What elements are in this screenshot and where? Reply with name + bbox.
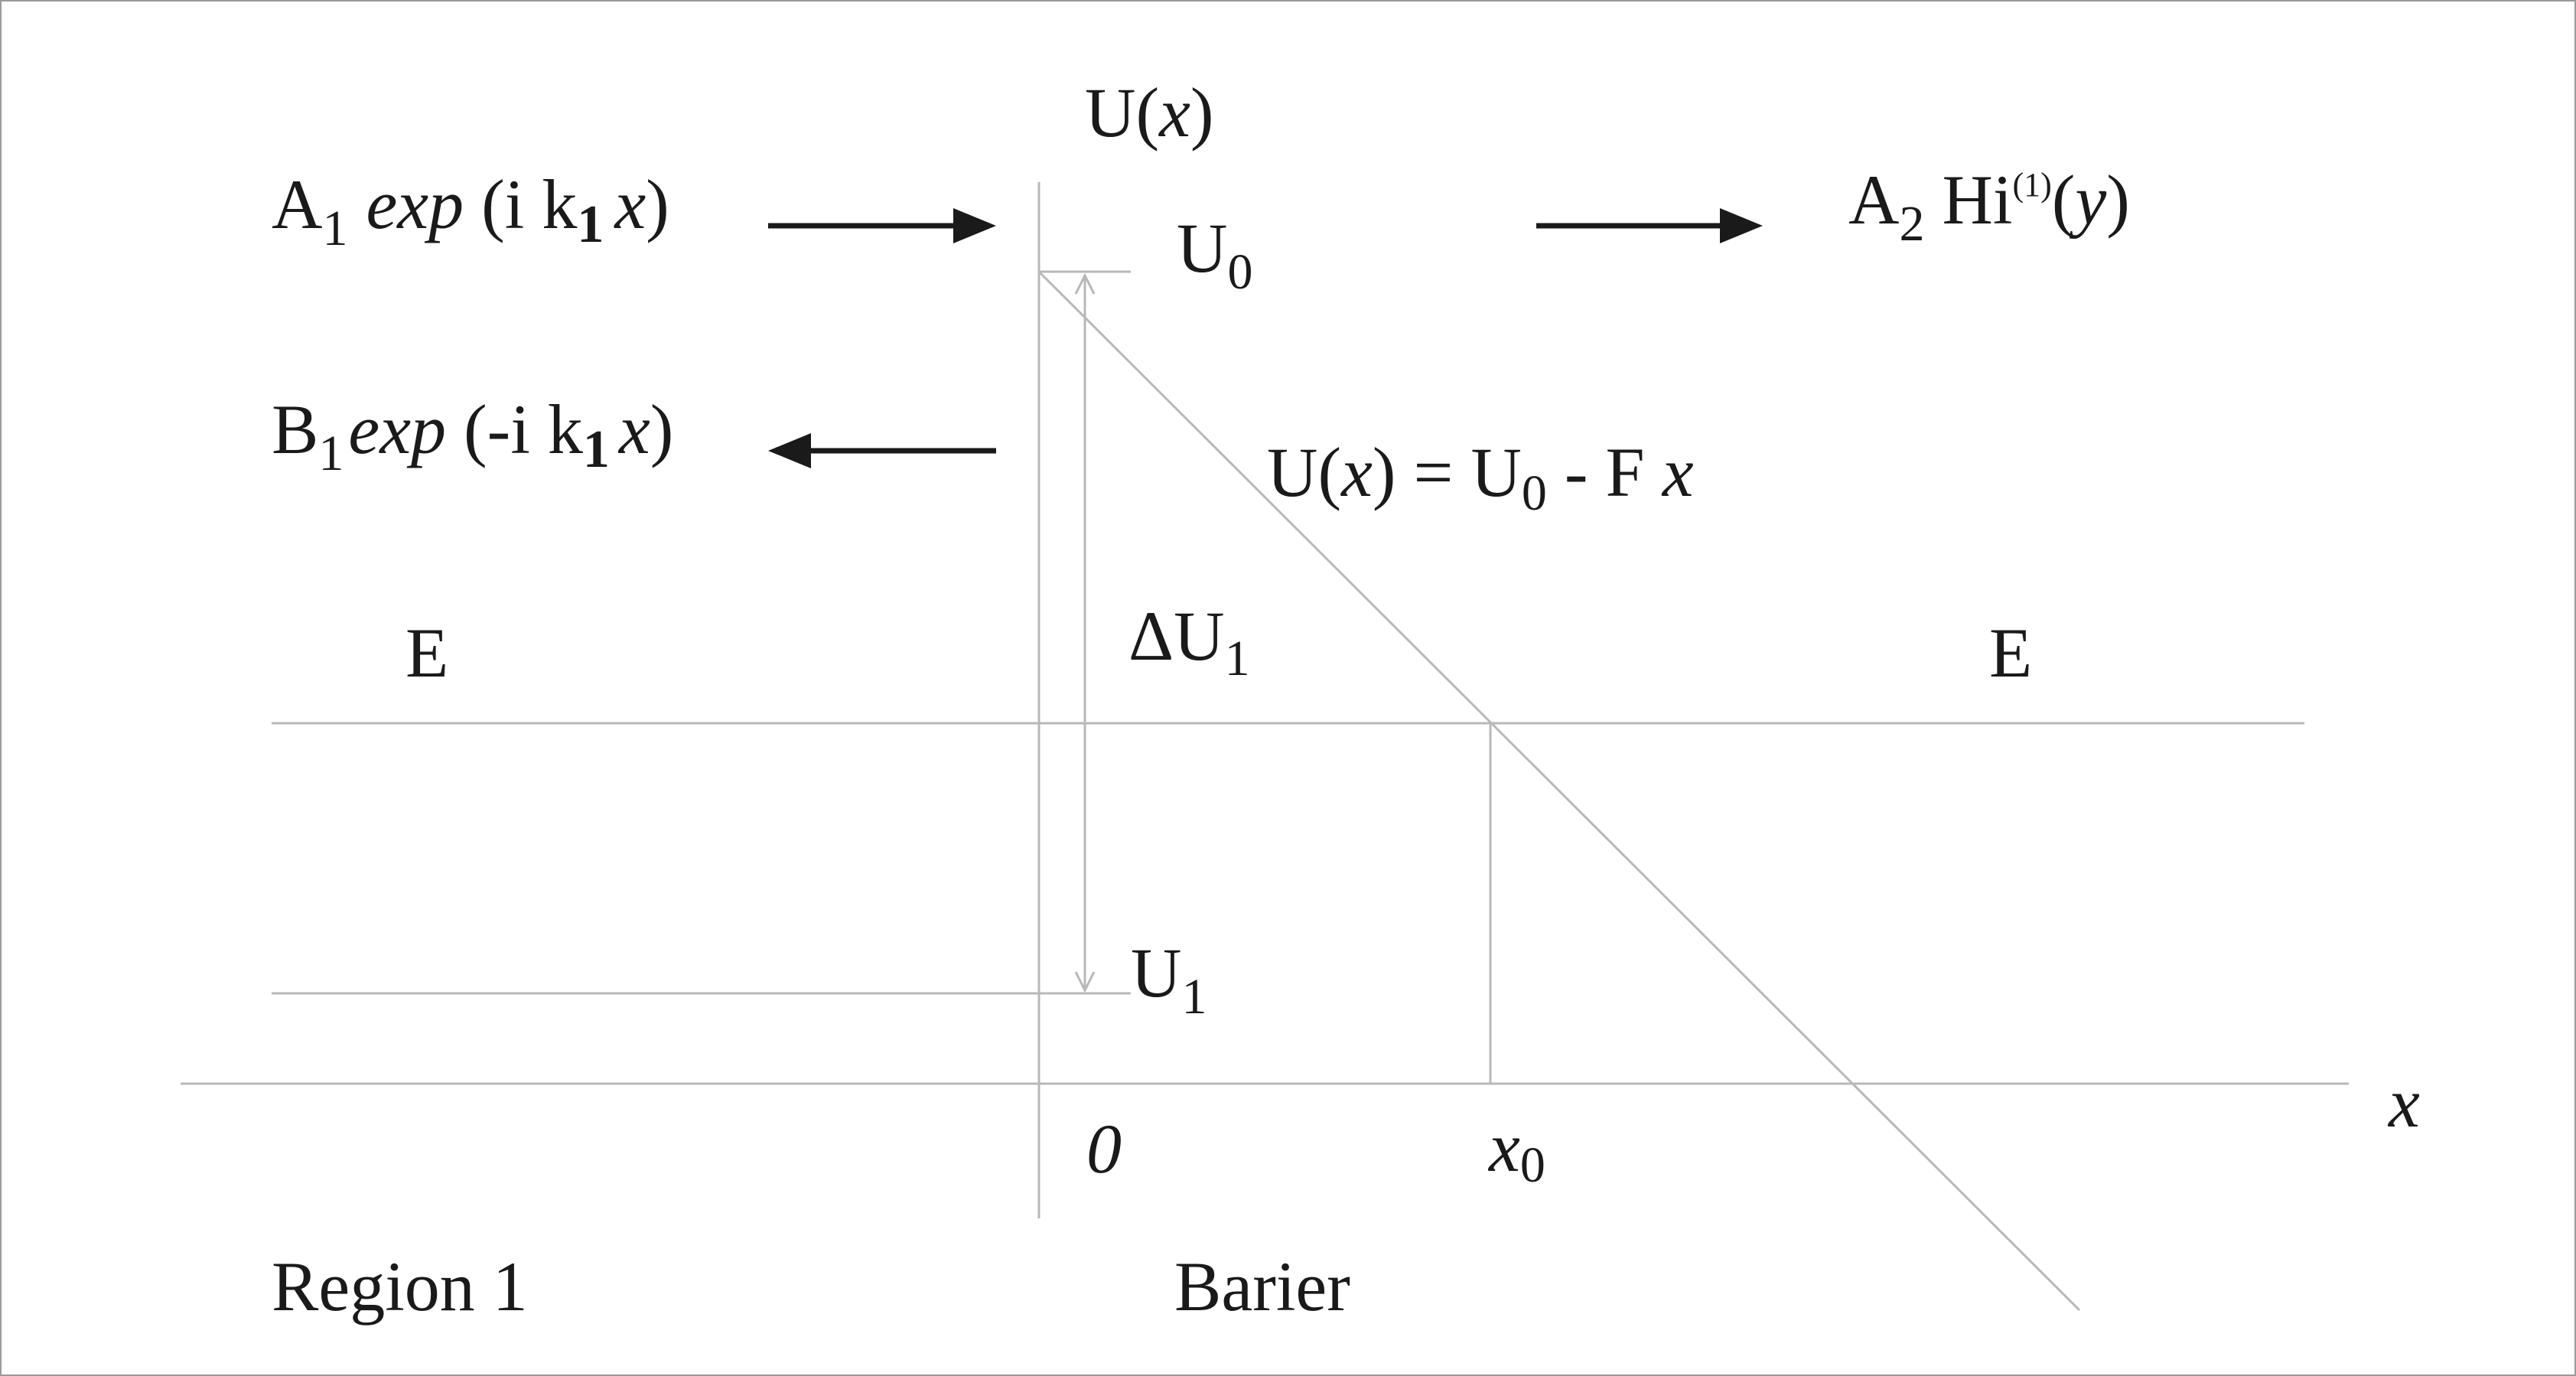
incident-arrow [768, 208, 996, 243]
y-axis-label: U(x) [1085, 73, 1214, 152]
barrier-label: Barier [1174, 1247, 1350, 1325]
energy-label-right: E [1989, 614, 2032, 692]
x-axis-label: x [2387, 1064, 2420, 1142]
origin-label: 0 [1086, 1110, 1122, 1188]
potential-slope-line [1037, 270, 2081, 1312]
x0-label: x0 [1487, 1108, 1545, 1193]
energy-label-left: E [405, 614, 448, 692]
delta-u1-label: ΔU1 [1128, 597, 1250, 686]
u0-label: U0 [1177, 209, 1252, 300]
potential-formula: U(x) = U0 - F x [1267, 433, 1694, 521]
region1-label: Region 1 [272, 1247, 528, 1325]
transmitted-wave-label: A2 Hi(1)(y) [1848, 161, 2130, 252]
reflected-arrow [768, 433, 996, 468]
transmitted-arrow [1536, 208, 1763, 243]
u1-label: U1 [1131, 934, 1207, 1025]
delta-u1-arrow [1074, 272, 1096, 993]
